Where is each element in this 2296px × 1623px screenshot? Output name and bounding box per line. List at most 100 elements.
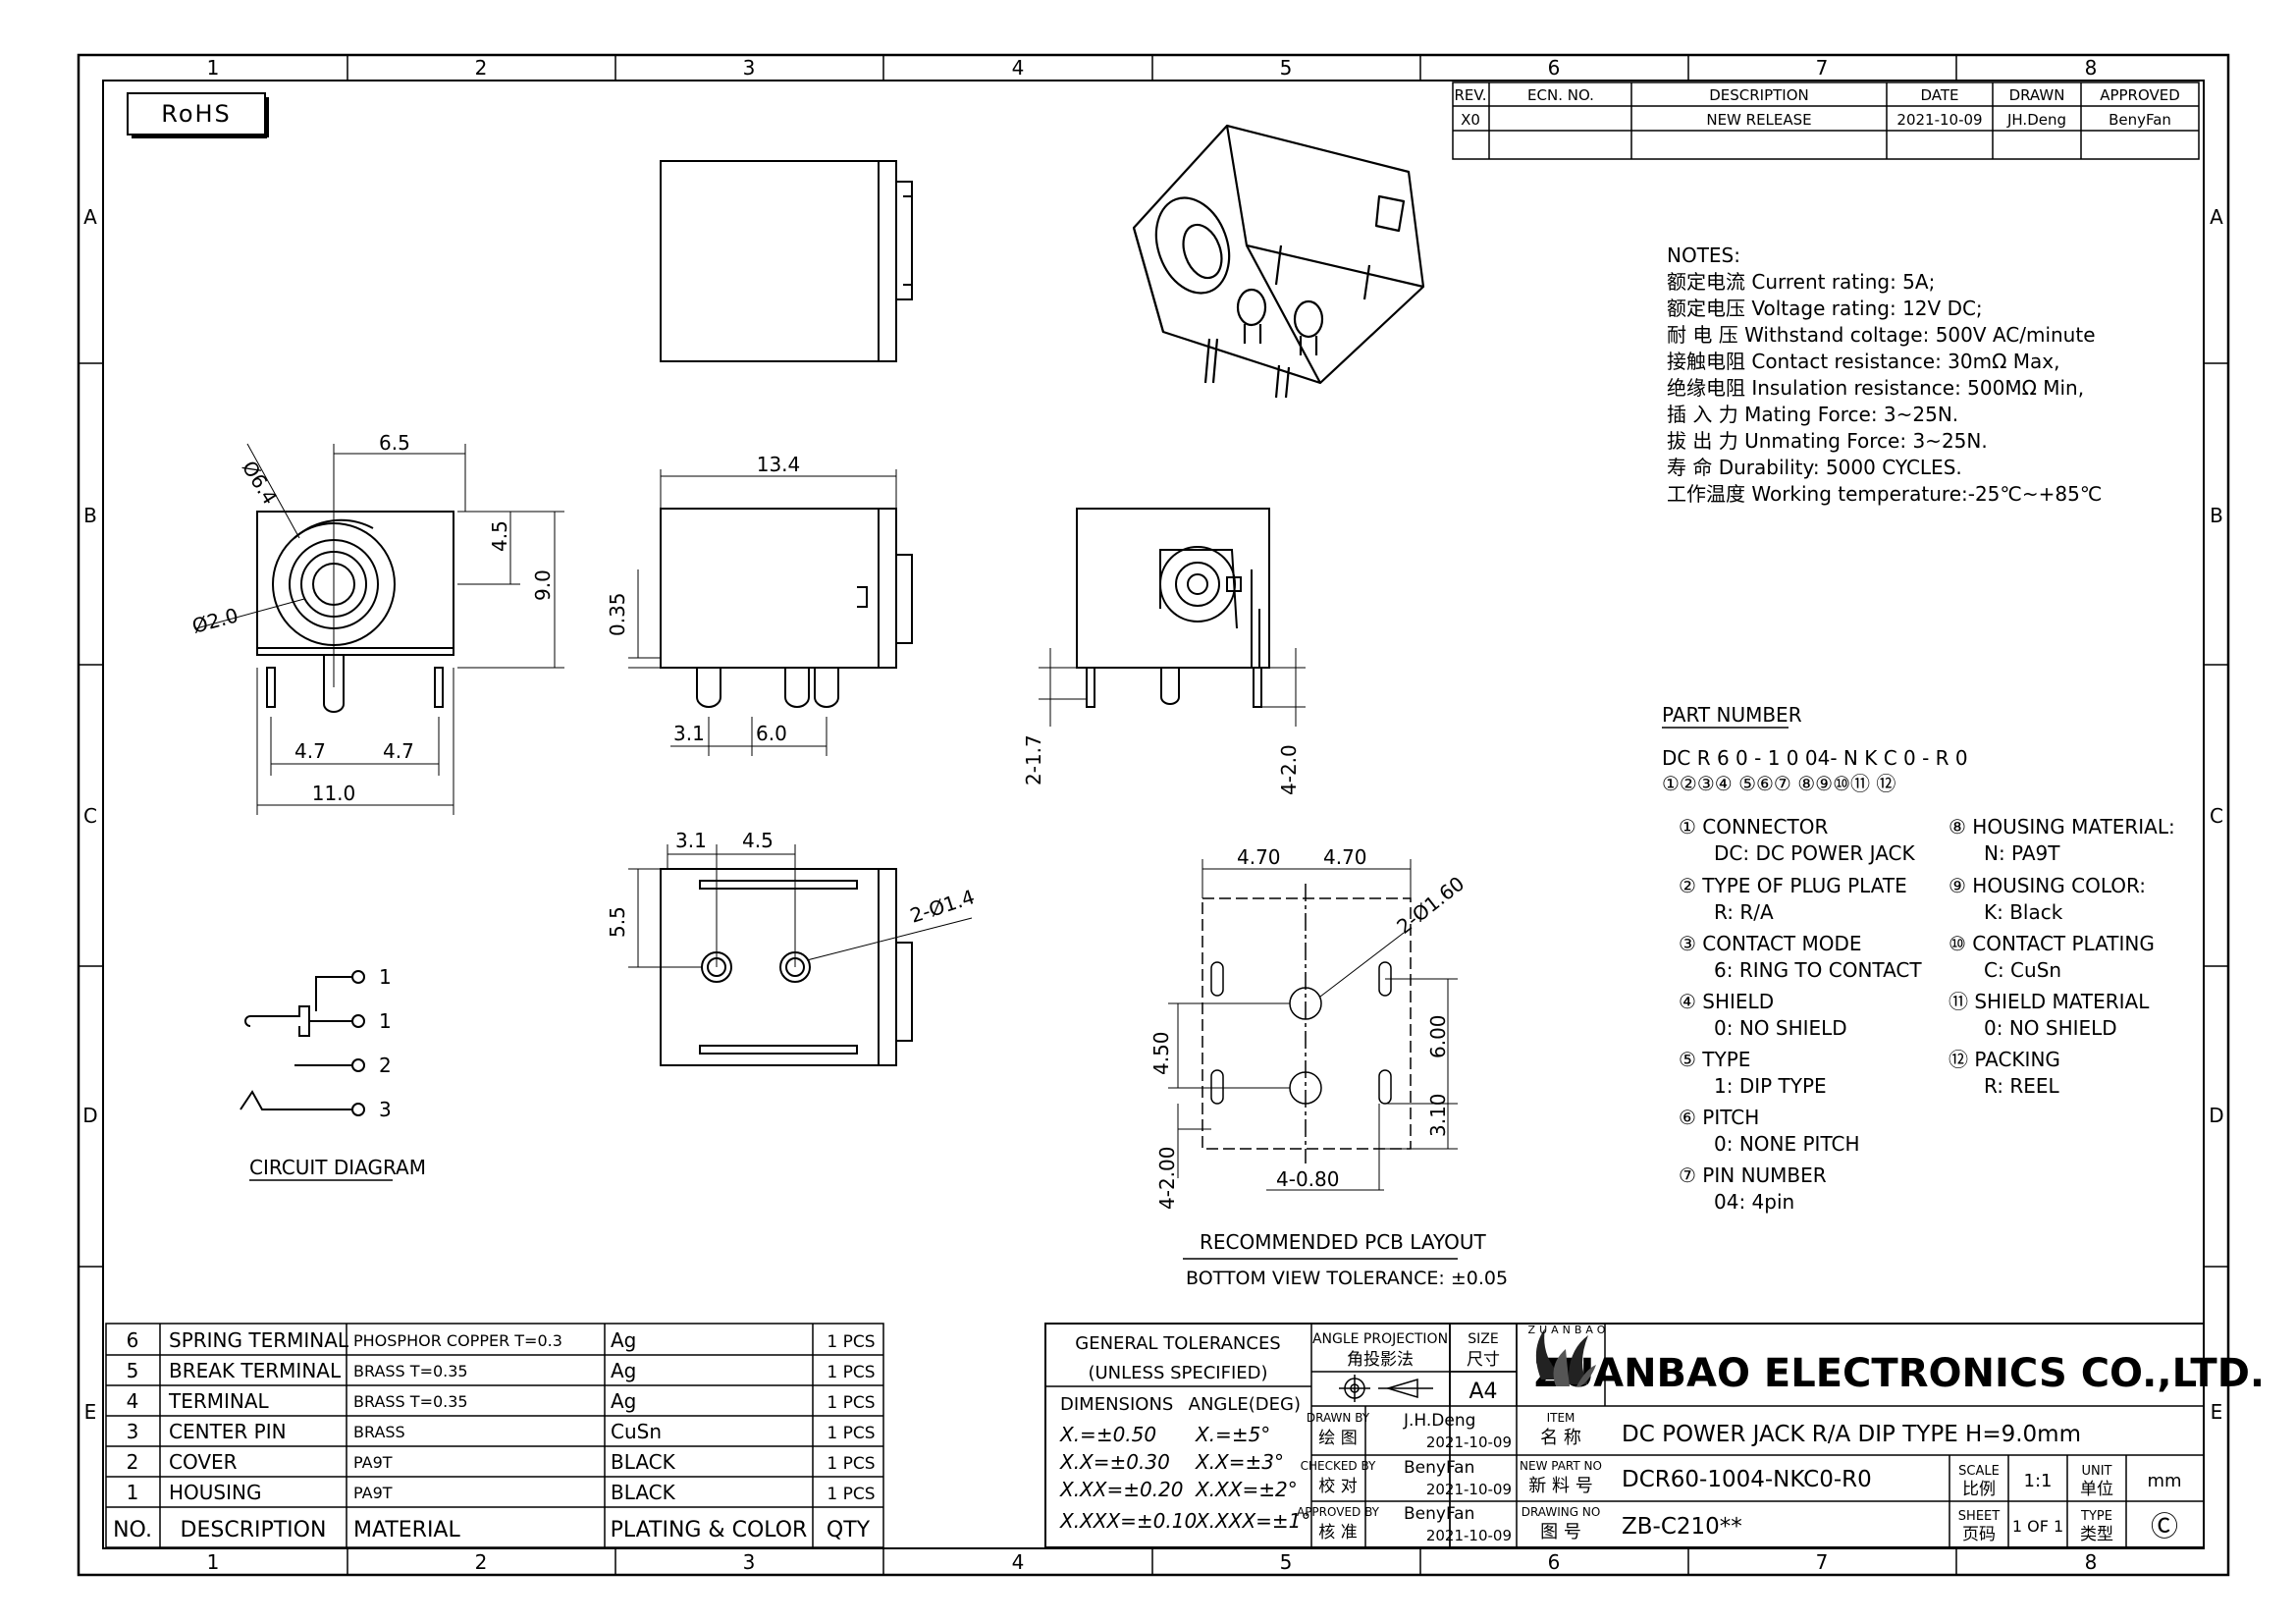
bom-header: DESCRIPTION [181,1518,327,1542]
tb-scale: SCALE [1958,1464,2000,1479]
part-number-code: DC R 6 0 - 1 0 04- N K C 0 - R 0 [1662,746,1968,770]
tb-tol: X.=±0.50 [1059,1423,1156,1446]
dim-label: Ø2.0 [189,603,240,637]
pn-item-value: K: Black [1984,900,2063,924]
dim-label: 4.7 [383,739,414,763]
revision-table: REV. ECN. NO. DESCRIPTION DATE DRAWN APP… [1452,81,2200,160]
rohs-badge: RoHS [127,92,269,138]
dim-label: 5.5 [606,906,629,938]
side-view-dims [628,469,897,756]
dim-label: 6.5 [379,431,410,455]
tb-type-cn: 类型 [2080,1525,2113,1544]
note-line: 工作温度 Working temperature:-25℃~+85℃ [1667,482,2102,506]
pcb-labels: 4.70 4.70 2-Ø1.60 4.50 6.00 3.10 4-2.00 … [1149,845,1508,1289]
pn-item-value: 0: NONE PITCH [1714,1132,1860,1156]
rev-cell: 2021-10-09 [1896,111,1982,129]
pcb-title: RECOMMENDED PCB LAYOUT [1200,1230,1486,1254]
bom-qty: 1 PCS [827,1332,875,1352]
rev-header: ECN. NO. [1527,86,1594,104]
pn-item-value: 1: DIP TYPE [1714,1074,1827,1098]
tb-approved-name: BenyFan [1404,1504,1474,1524]
bom-qty: 1 PCS [827,1485,875,1504]
zone-row-label: B [2210,504,2223,527]
zone-row-label: C [2210,804,2223,828]
rev-header: DATE [1920,86,1958,104]
zone-col-label: 3 [743,56,756,80]
dim-label: 6.0 [756,722,787,745]
pn-item-value: DC: DC POWER JACK [1714,841,1915,865]
tb-angle-projection: ANGLE PROJECTION [1312,1331,1448,1347]
bom-header: QTY [827,1518,871,1542]
bom-qty: 1 PCS [827,1363,875,1382]
isometric-view [1132,124,1425,399]
tb-checked-name: BenyFan [1404,1458,1474,1478]
tb-scale-value: 1:1 [2024,1471,2053,1491]
tb-general-tolerances: GENERAL TOLERANCES [1075,1333,1281,1354]
tb-drawn-date: 2021-10-09 [1426,1434,1512,1451]
tb-part-value: DCR60-1004-NKC0-R0 [1622,1467,1872,1492]
pn-item: ① CONNECTOR [1679,815,1828,839]
side-view-labels: 13.4 0.35 3.1 6.0 [606,453,800,745]
bom-no: 5 [127,1359,139,1382]
bom-header: NO. [113,1518,152,1542]
rev-header: REV. [1455,86,1487,104]
bom-plating: Ag [611,1359,636,1382]
dim-label: 4-2.00 [1155,1147,1179,1210]
bom-plating: Ag [611,1389,636,1413]
bom-material: PHOSPHOR COPPER T=0.3 [353,1331,562,1350]
projection-symbol-icon [1339,1375,1433,1402]
tb-drawn-by: DRAWN BY [1307,1411,1370,1425]
note-line: 插 入 力 Mating Force: 3~25N. [1667,403,1958,426]
pn-item-value: C: CuSn [1984,958,2061,982]
dim-label: 4.5 [742,829,774,852]
zone-row-label: C [83,804,97,828]
tb-unless-specified: (UNLESS SPECIFIED) [1088,1363,1267,1383]
note-line: 接触电阻 Contact resistance: 30mΩ Max, [1667,350,2059,373]
bom-qty: 1 PCS [827,1393,875,1413]
bom-no: 3 [127,1420,139,1443]
bom-table: 6 SPRING TERMINAL PHOSPHOR COPPER T=0.3 … [105,1323,884,1548]
tb-drawn-by-cn: 绘 图 [1318,1429,1357,1448]
pn-item: ③ CONTACT MODE [1679,932,1862,955]
zone-row-label: D [82,1104,97,1127]
bom-header: PLATING & COLOR [611,1518,808,1542]
bom-qty: 1 PCS [827,1424,875,1443]
pn-item-value: R: R/A [1714,900,1774,924]
bom-desc: CENTER PIN [169,1420,287,1443]
pn-item: ② TYPE OF PLUG PLATE [1679,874,1907,897]
tb-tol: X.XX=±0.20 [1059,1478,1184,1501]
dim-label: 3.1 [675,829,707,852]
pn-item-value: 0: NO SHIELD [1714,1016,1847,1040]
bom-plating: CuSn [611,1420,662,1443]
tb-approved-date: 2021-10-09 [1426,1527,1512,1544]
tb-item-cn: 名 称 [1540,1428,1581,1448]
zone-col-label: 8 [2085,1550,2098,1574]
bom-plating: Ag [611,1328,636,1352]
zone-row-label: E [2211,1400,2223,1424]
company-name: ZUANBAO ELECTRONICS CO.,LTD. [1534,1351,2265,1396]
side-view [660,508,913,708]
pin-label: 1 [379,1009,392,1033]
tb-unit-value: mm [2147,1471,2181,1491]
pcb-layout [1201,884,1412,1163]
bom-material: PA9T [353,1453,393,1472]
notes: NOTES: 额定电流 Current rating: 5A; 额定电压 Vol… [1667,243,2102,506]
zone-row-label: A [83,205,97,229]
tb-size: SIZE [1468,1331,1498,1347]
pcb-dims [1168,859,1458,1191]
zone-row-label: A [2210,205,2223,229]
bom-no: 4 [127,1389,139,1413]
bom-desc: SPRING TERMINAL [169,1328,349,1352]
zone-row-label: D [2209,1104,2223,1127]
dim-label: 0.35 [606,592,629,636]
dim-label: 13.4 [757,453,801,476]
pin-label: 2 [379,1054,392,1077]
zone-col-label: 3 [743,1550,756,1574]
zone-col-label: 4 [1012,56,1025,80]
dim-label: 4.5 [488,520,511,552]
dim-label: 3.10 [1426,1093,1450,1137]
zone-col-label: 1 [207,56,220,80]
top-view [660,160,913,362]
back-view [1076,508,1270,708]
